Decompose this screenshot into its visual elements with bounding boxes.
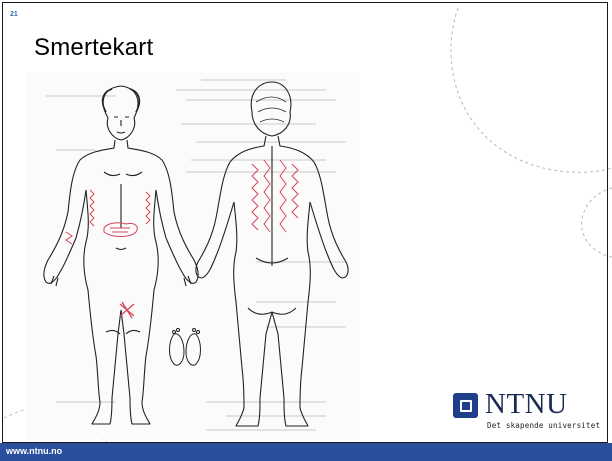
slide-number: 21 [10,11,18,18]
ntnu-logo-square-icon [453,393,478,418]
pain-map-figure [26,72,360,439]
footer-bar: www.ntnu.no [0,443,612,461]
slide-title: Smertekart [34,34,153,62]
ntnu-logo: NTNU Det skapende universitet [451,390,601,432]
logo-tagline: Det skapende universitet [487,421,600,430]
logo-name: NTNU [485,388,568,421]
footer-url: www.ntnu.no [6,446,62,456]
